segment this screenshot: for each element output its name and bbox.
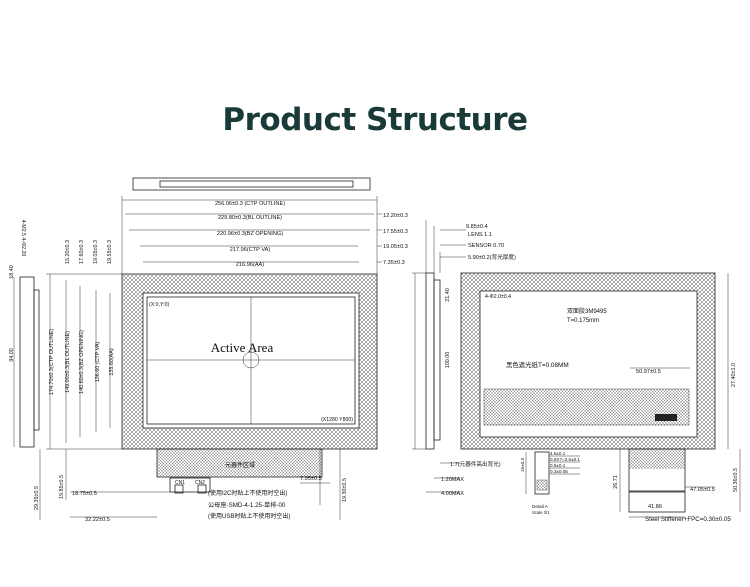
top-edge-view — [132, 177, 371, 191]
detail-a-labels: 4.5±0.1 0.5X7=3.5±0.1 0.5±0.1 0.3±0.05 1… — [520, 451, 580, 515]
dim-19-85: 19.85±0.5 — [59, 475, 65, 499]
dim-bz-opening-width: 220.96±0.3(BZ OPENING) — [217, 231, 283, 237]
detail-a — [525, 451, 580, 495]
dim-1-7: 1.7(元器件高出背光) — [450, 460, 501, 468]
stiffener-label: Steel Stiffener+FPC=0.30±0.05 — [645, 516, 731, 523]
dim-left-19-05: 19.05±0.3 — [93, 240, 99, 264]
cn1-label: CN1 — [175, 480, 185, 486]
light-shield-area — [483, 388, 690, 426]
dim-27-40: 27.40±1.0 — [731, 363, 737, 387]
dim-right-17-55: 17.55±0.3 — [383, 229, 408, 235]
front-view-labels: 256.06±0.3 (CTP OUTLINE) 229.80±0.3(BL O… — [9, 201, 408, 523]
dim-18-75: 18.75±0.5 — [72, 491, 97, 497]
dim-right-12-20: 12.20±0.3 — [383, 213, 408, 219]
dim-bl-outline-height: 149.00±0.3(BL OUTLINE) — [65, 331, 71, 393]
side-view — [412, 220, 466, 493]
dim-left-15-20: 15.20±0.3 — [65, 240, 71, 264]
resolution-label: (X1280 Y800) — [321, 417, 353, 423]
page-title: Product Structure — [222, 102, 528, 138]
pin-dim-2: 0.5X7=3.5±0.1 — [550, 457, 580, 462]
left-side-profile — [19, 276, 35, 448]
cn2-label: CN2 — [195, 480, 205, 486]
usb-note: (使用USB时贴上不使用时空出) — [208, 512, 290, 520]
dim-ctp-outline-height: 174.70±0.3(CTP OUTLINE) — [49, 329, 55, 395]
dim-ctp-outline-width: 256.06±0.3 (CTP OUTLINE) — [215, 201, 285, 207]
i2c-note: (使用I2C时贴上不使用时空出) — [208, 489, 287, 497]
detail-label: Detail A — [532, 504, 549, 509]
dim-bl-outline-width: 229.80±0.3(BL OUTLINE) — [218, 215, 282, 221]
shield-label: 黑色遮光纸T=0.08MM — [506, 360, 569, 369]
pin-dim-4: 0.3±0.05 — [550, 469, 568, 474]
hole-label: 4-Φ2.0±0.4 — [485, 294, 511, 300]
dim-4-00max: 4.00MAX — [441, 491, 464, 497]
dim-7-95: 7.95±0.5 — [300, 476, 322, 482]
dim-right-19-05: 19.05±0.3 — [383, 244, 408, 250]
dim-19-30: 19.30±0.5 — [342, 478, 348, 502]
pin-dim-1: 4.5±0.1 — [550, 451, 566, 456]
back-view-labels: 4-Φ2.0±0.4 双面胶3M9495 T=0.175mm 黑色遮光纸T=0.… — [485, 294, 739, 523]
dim-side-94: 94.00 — [9, 348, 15, 362]
bezel-frame — [122, 274, 377, 449]
dim-side-18-40: 18.40 — [9, 265, 15, 279]
active-area-label: Active Area — [211, 340, 274, 355]
dim-left-19-55: 19.55±0.3 — [107, 240, 113, 264]
dim-29-35: 29.35±0.5 — [34, 486, 40, 510]
dim-50-97: 50.97±0.5 — [636, 369, 661, 375]
front-view — [13, 177, 382, 520]
dim-100: 100.00 — [445, 352, 451, 369]
dim-right-7-35: 7.35±0.3 — [383, 260, 405, 266]
dim-ctp-va-height: 136.60 (CTP VA) — [95, 342, 101, 383]
dim-aa-height: 135.60(AA) — [109, 348, 115, 375]
dim-41-86: 41.86 — [648, 504, 662, 510]
detail-dim-15: 15±0.3 — [520, 458, 525, 472]
pin-dim-3: 0.5±0.1 — [550, 463, 566, 468]
dim-50-36: 50.36±0.5 — [733, 468, 739, 492]
back-view — [460, 272, 741, 518]
dim-bz-opening-height: 140.60±0.3(BZ OPENING) — [79, 330, 85, 394]
tape-thickness-label: T=0.175mm — [567, 318, 599, 324]
origin-label: (X:0,Y:0) — [149, 302, 169, 308]
side-view-labels: 9.85±0.4 LENS 1.1 SENSOR 0.70 5.90±0.2(背… — [441, 224, 516, 497]
tape-label: 双面胶3M9495 — [567, 307, 607, 315]
dim-ctp-va-width: 217.96(CTP VA) — [230, 247, 271, 253]
dim-left-17-60: 17.60±0.3 — [79, 240, 85, 264]
mounting-holes-label: 4-M2.5 4-Φ2.20 — [20, 220, 26, 257]
stiffener — [628, 491, 686, 513]
dim-aa-width: 216.96(AA) — [236, 262, 264, 268]
bz-opening — [142, 292, 360, 429]
component-area-label: 元器件区域 — [225, 461, 255, 469]
lens-label: LENS 1.1 — [468, 232, 492, 238]
dim-32-22: 32.22±0.5 — [85, 517, 110, 523]
dim-9-85: 9.85±0.4 — [466, 224, 488, 230]
dim-21-40: 21.40 — [445, 288, 451, 302]
connector-note: 公母座-SMD-4-1.25-单排-00 — [208, 501, 286, 509]
detail-scale: Scale 3/1 — [532, 510, 550, 515]
dim-1-20max: 1.20MAX — [441, 477, 464, 483]
backlight-thickness-label: 5.90±0.2(背光厚度) — [468, 253, 516, 261]
dim-26-71: 26.71 — [613, 475, 619, 489]
sensor-label: SENSOR 0.70 — [468, 243, 504, 249]
dim-47-05: 47.05±0.5 — [690, 487, 715, 493]
